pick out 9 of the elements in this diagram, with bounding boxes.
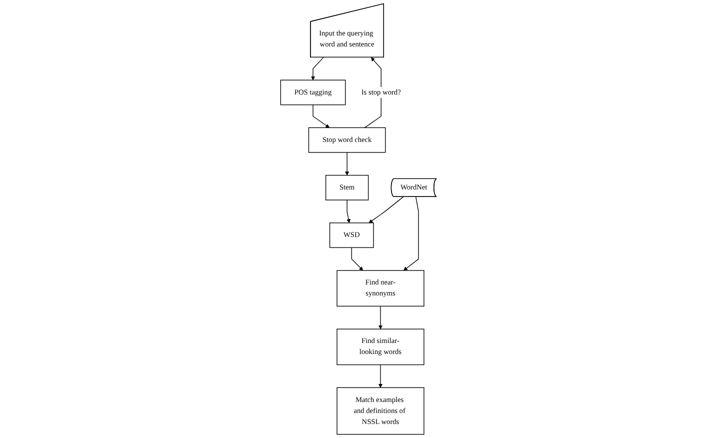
arrow: [346, 200, 350, 224]
arrow: [312, 104, 330, 128]
arrow: [378, 364, 382, 388]
arrow: [403, 196, 419, 271]
arrow: [351, 247, 363, 271]
arrow: [368, 196, 404, 224]
arrow: [378, 306, 382, 330]
arrow: [310, 57, 324, 80]
arrow: [344, 152, 349, 176]
